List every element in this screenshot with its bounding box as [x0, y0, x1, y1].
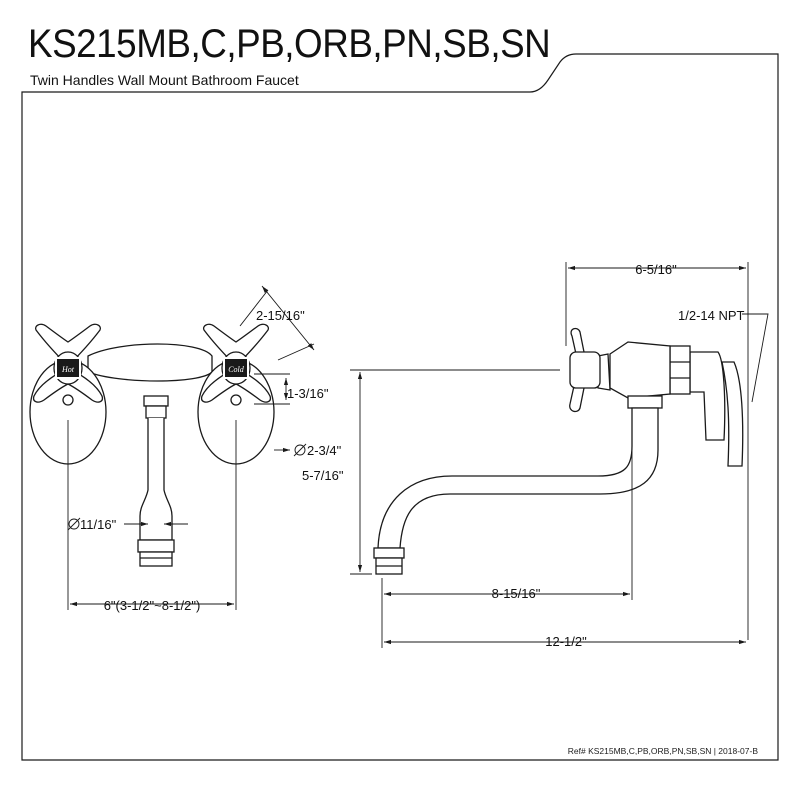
- page-title: KS215MB,C,PB,ORB,PN,SB,SN: [28, 22, 551, 66]
- hot-badge: Hot: [55, 357, 81, 379]
- dim-flange-diameter: 2-3/4": [307, 443, 342, 458]
- spout-front: [137, 395, 175, 567]
- dim-handle-height: 1-3/16": [287, 386, 329, 401]
- spout-riser: [377, 407, 659, 549]
- cold-label: Cold: [228, 365, 245, 374]
- hot-label: Hot: [61, 365, 75, 374]
- hex-nut: [669, 345, 691, 395]
- wall-bracket: [689, 351, 726, 441]
- side-view: [373, 327, 744, 575]
- sheet-frame: [21, 53, 779, 761]
- dim-spout-reach: 8-15/16": [492, 586, 541, 601]
- dim-center-spread: 6"(3-1/2"~8-1/2"): [104, 598, 201, 613]
- valve-body: [609, 341, 671, 399]
- dim-handle-width-line: [261, 285, 315, 351]
- dim-spout-diameter-group: 11/16": [67, 517, 117, 532]
- wall-flange: [721, 361, 744, 467]
- cold-badge: Cold: [223, 357, 249, 379]
- dim-overall-depth: 12-1/2": [545, 634, 587, 649]
- dim-handle-width: 2-15/16": [256, 308, 305, 323]
- spout-tip: [373, 547, 405, 559]
- faucet-body: [87, 343, 213, 382]
- dim-handle-to-wall: 6-5/16": [635, 262, 677, 277]
- dim-thread: 1/2-14 NPT: [678, 308, 745, 323]
- npt-leader: [742, 313, 769, 403]
- front-view: [29, 323, 275, 567]
- reference-footer: Ref# KS215MB,C,PB,ORB,PN,SB,SN | 2018-07…: [567, 746, 758, 756]
- dim-height: 5-7/16": [302, 468, 344, 483]
- dim-spout-diameter: 11/16": [80, 517, 117, 532]
- page-subtitle: Twin Handles Wall Mount Bathroom Faucet: [30, 72, 299, 88]
- dim-flange-diameter-group: 2-3/4": [293, 443, 342, 458]
